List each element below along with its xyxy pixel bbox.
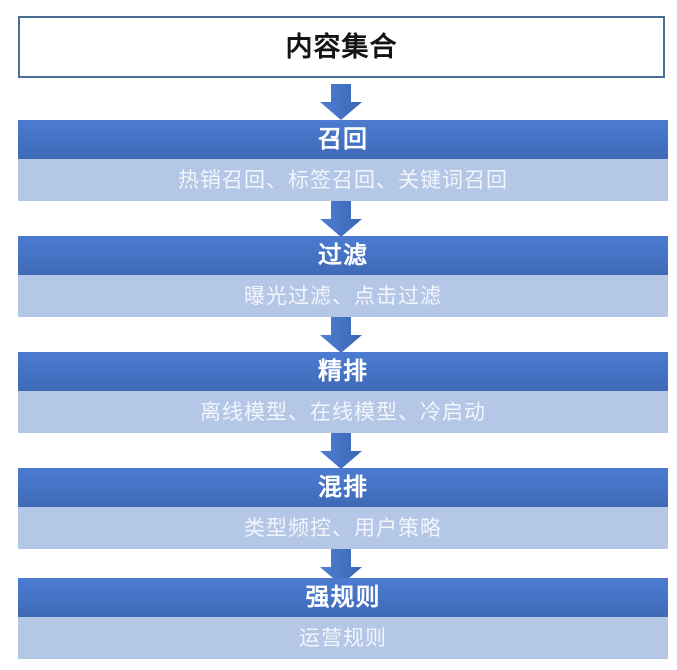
arrow-recall-to-filter bbox=[320, 201, 362, 237]
stage-fine-rank-subtitle: 离线模型、在线模型、冷启动 bbox=[200, 400, 486, 424]
arrow-rank-to-mix bbox=[320, 433, 362, 469]
stage-filter-subtitle: 曝光过滤、点击过滤 bbox=[244, 284, 442, 308]
stage-filter-title-band: 过滤 bbox=[18, 236, 668, 275]
arrow-mix-to-rules bbox=[320, 549, 362, 585]
stage-mixed-rank: 混排 类型频控、用户策略 bbox=[18, 468, 668, 549]
source-box: 内容集合 bbox=[18, 16, 665, 78]
stage-filter: 过滤 曝光过滤、点击过滤 bbox=[18, 236, 668, 317]
stage-filter-title: 过滤 bbox=[318, 241, 368, 269]
stage-strong-rules: 强规则 运营规则 bbox=[18, 578, 668, 659]
stage-fine-rank-title: 精排 bbox=[318, 357, 368, 385]
stage-recall-subtitle: 热销召回、标签召回、关键词召回 bbox=[178, 168, 508, 192]
stage-mixed-rank-title: 混排 bbox=[318, 473, 368, 501]
stage-strong-rules-title: 强规则 bbox=[305, 583, 381, 611]
arrow-filter-to-rank bbox=[320, 317, 362, 353]
stage-recall: 召回 热销召回、标签召回、关键词召回 bbox=[18, 120, 668, 201]
stage-strong-rules-subtitle-band: 运营规则 bbox=[18, 617, 668, 659]
stage-strong-rules-subtitle: 运营规则 bbox=[299, 626, 387, 650]
source-box-label: 内容集合 bbox=[285, 31, 398, 62]
stage-mixed-rank-subtitle: 类型频控、用户策略 bbox=[244, 516, 442, 540]
stage-filter-subtitle-band: 曝光过滤、点击过滤 bbox=[18, 275, 668, 317]
stage-mixed-rank-title-band: 混排 bbox=[18, 468, 668, 507]
stage-recall-title-band: 召回 bbox=[18, 120, 668, 159]
stage-fine-rank-title-band: 精排 bbox=[18, 352, 668, 391]
stage-recall-title: 召回 bbox=[318, 125, 368, 153]
stage-mixed-rank-subtitle-band: 类型频控、用户策略 bbox=[18, 507, 668, 549]
stage-recall-subtitle-band: 热销召回、标签召回、关键词召回 bbox=[18, 159, 668, 201]
stage-fine-rank-subtitle-band: 离线模型、在线模型、冷启动 bbox=[18, 391, 668, 433]
arrow-source-to-recall bbox=[320, 84, 362, 120]
stage-strong-rules-title-band: 强规则 bbox=[18, 578, 668, 617]
stage-fine-rank: 精排 离线模型、在线模型、冷启动 bbox=[18, 352, 668, 433]
